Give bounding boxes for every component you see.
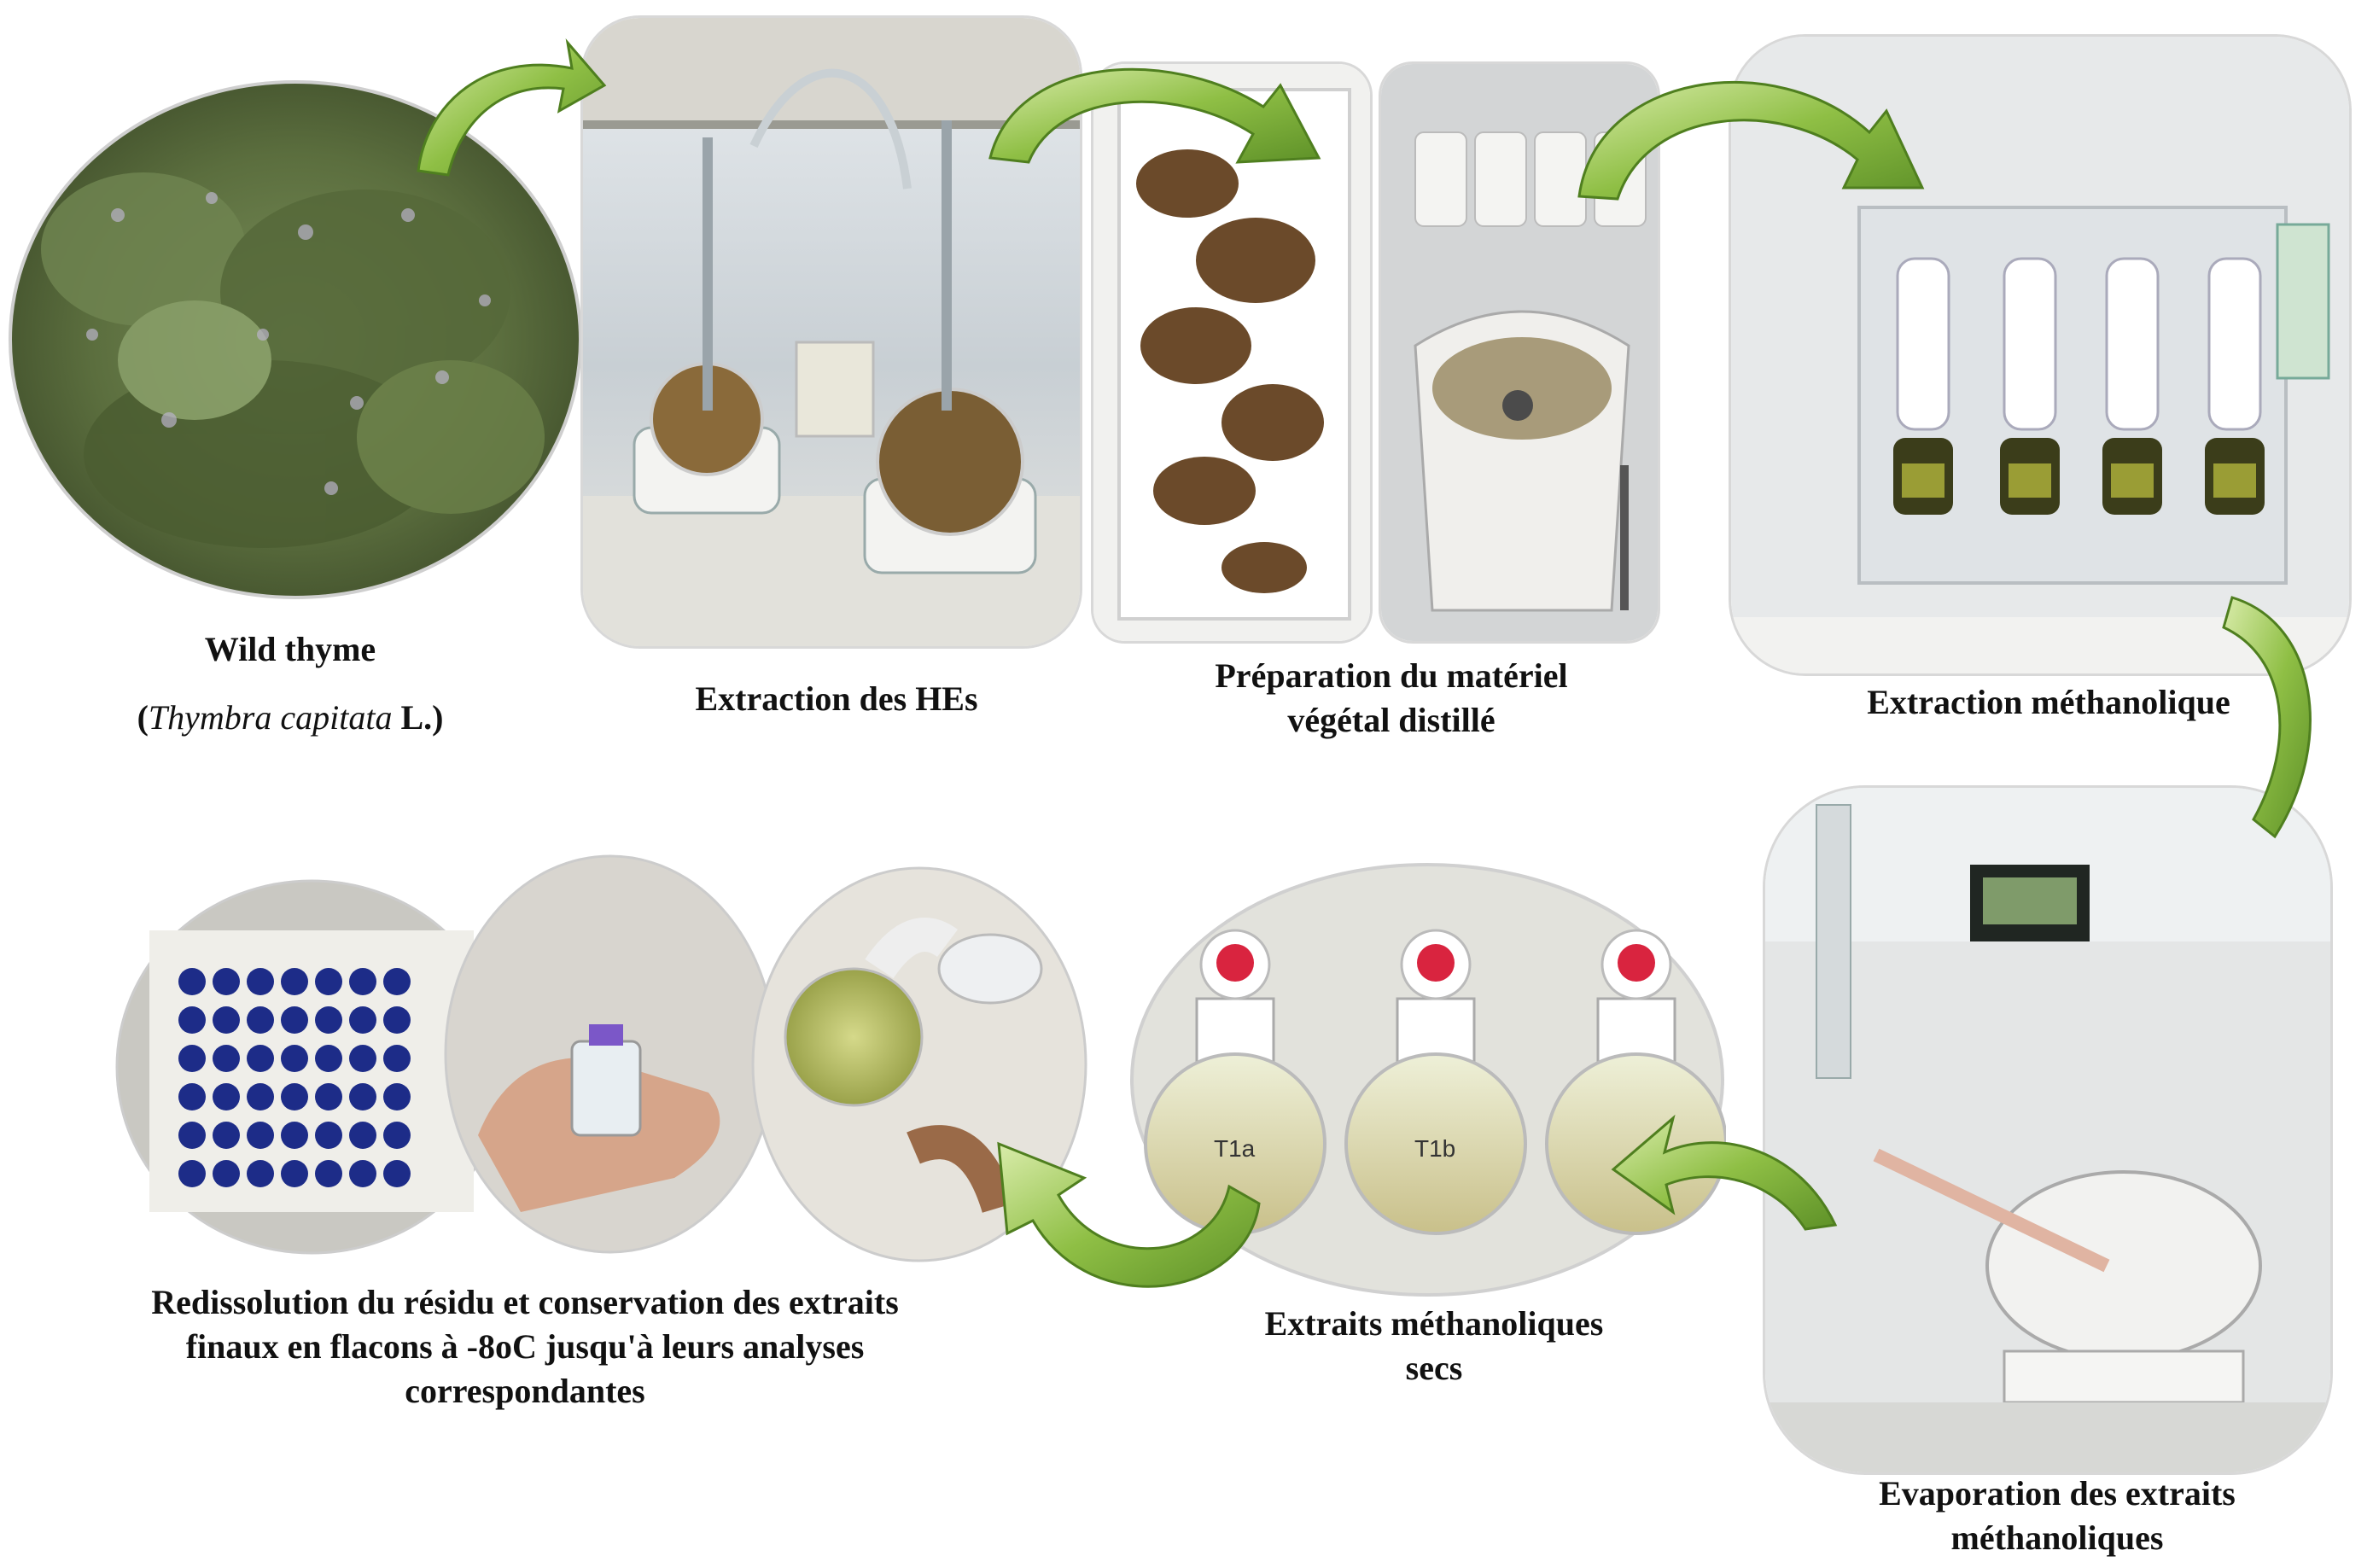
- extraction-hes-label: Extraction des HEs: [695, 679, 978, 718]
- redissolution-label-line3: correspondantes: [405, 1372, 645, 1410]
- preparation-label: Préparation du matériel végétal distillé: [1110, 654, 1673, 743]
- flow-arrow-6: [997, 1141, 1261, 1288]
- flask-label-2: T1b: [1414, 1135, 1455, 1162]
- flow-arrow-5: [1611, 1114, 1838, 1231]
- dry-extracts-label: Extraits méthanoliques secs: [1186, 1302, 1682, 1390]
- distilled-plant-tray-photo: [1091, 61, 1373, 644]
- dry-extracts-photo: T1a T1b: [1128, 862, 1728, 1297]
- redissolution-label: Redissolution du résidu et conservation …: [17, 1280, 1033, 1414]
- flow-arrow-2: [988, 67, 1321, 164]
- soxhlet-extractor-photo: [1729, 34, 2352, 676]
- rotary-evaporator-photo: [1763, 785, 2333, 1475]
- wild-thyme-latin: (Thymbra capitata L.): [137, 698, 444, 737]
- redissolution-label-line1: Redissolution du résidu et conservation …: [151, 1283, 899, 1321]
- extraction-methanolique-label: Extraction méthanolique: [1867, 683, 2230, 721]
- flow-arrow-1: [417, 38, 607, 177]
- evaporation-label: Evaporation des extraits méthanoliques: [1758, 1472, 2356, 1560]
- dry-extracts-label-line2: secs: [1405, 1349, 1463, 1387]
- dry-extracts-label-line1: Extraits méthanoliques: [1264, 1304, 1604, 1343]
- wild-thyme-name: Wild thyme: [204, 630, 376, 668]
- vials-box-photo: [115, 879, 508, 1255]
- flow-arrow-4: [2222, 596, 2312, 839]
- redissolution-label-line2: finaux en flacons à -8oC jusqu'à leurs a…: [185, 1327, 865, 1366]
- evaporation-label-line1: Evaporation des extraits: [1879, 1474, 2236, 1513]
- hand-vial-photo: [444, 854, 777, 1255]
- flow-arrow-3: [1577, 80, 1925, 201]
- preparation-label-line2: végétal distillé: [1287, 701, 1496, 739]
- extraction-hes-photo: [580, 15, 1082, 649]
- wild-thyme-photo: [7, 79, 584, 601]
- wild-thyme-label: Wild thyme (Thymbra capitata L.): [51, 627, 529, 740]
- evaporation-label-line2: méthanoliques: [1950, 1518, 2164, 1557]
- flask-label-1: T1a: [1214, 1135, 1256, 1162]
- preparation-label-line1: Préparation du matériel: [1215, 656, 1568, 695]
